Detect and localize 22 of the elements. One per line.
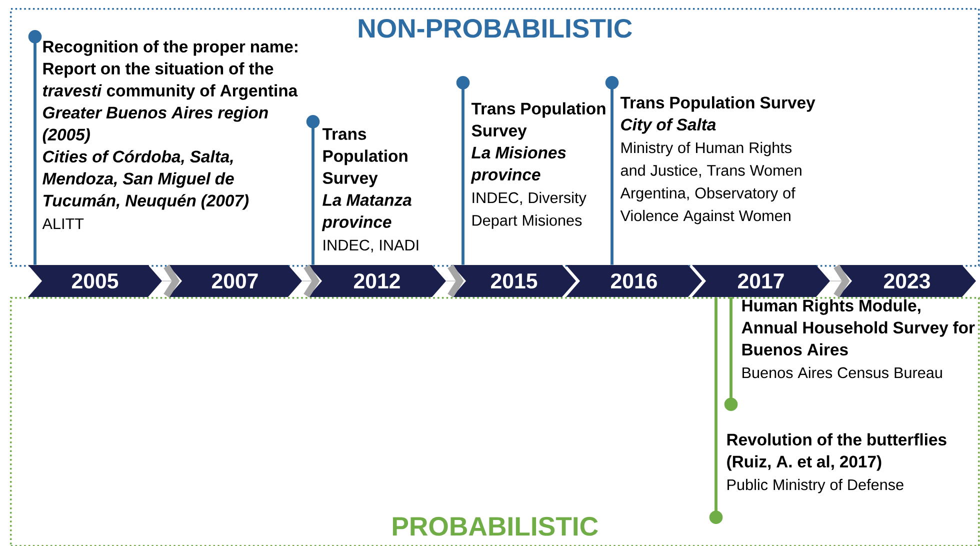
year-band: 2023 <box>838 265 976 297</box>
timeline-pin <box>605 76 619 265</box>
year-band: 2007 <box>168 265 302 297</box>
year-band: 2015 <box>452 265 576 297</box>
event-text: Trans Population Survey La Matanza province INDEC, INADI <box>322 128 418 252</box>
year-band: 2016 <box>566 265 702 297</box>
year-band: 2005 <box>28 265 162 297</box>
event-text: Human Rights Module, Annual Household Survey for Buenos Aires Buenos Aires Census Bureau <box>742 299 975 378</box>
year-band: 2017 <box>692 265 830 297</box>
event-text: Revolution of the butterflies (Ruiz, A. et al, 2017) Public Ministry of Defense <box>727 433 946 494</box>
event-text: Trans Population Survey La Misiones province INDEC, Diversity Depart Misiones <box>470 102 606 229</box>
node-label: 2015 <box>491 273 538 289</box>
timeline-pin <box>28 30 42 265</box>
timeline-pin <box>709 297 723 524</box>
node-label: 2017 <box>738 273 784 289</box>
event-text: Recognition of the proper name: Report on the situation of the travesti community of Argentina Greater Buenos Aires region (2005) Cities of Córdoba, Salta, Mendoza, San Miguel de Tucumán, Neuquén (2007) ALITT <box>42 40 298 229</box>
timeline-pin <box>724 297 738 411</box>
node-label: 2016 <box>611 273 657 289</box>
year-band: 2012 <box>308 265 446 297</box>
timeline-pin <box>306 115 320 265</box>
timeline-pin <box>456 76 470 265</box>
event-text: Trans Population Survey City of Salta Ministry of Human Rights and Justice, Trans Women Argentina, Observatory of Violence Against Women <box>620 96 816 224</box>
